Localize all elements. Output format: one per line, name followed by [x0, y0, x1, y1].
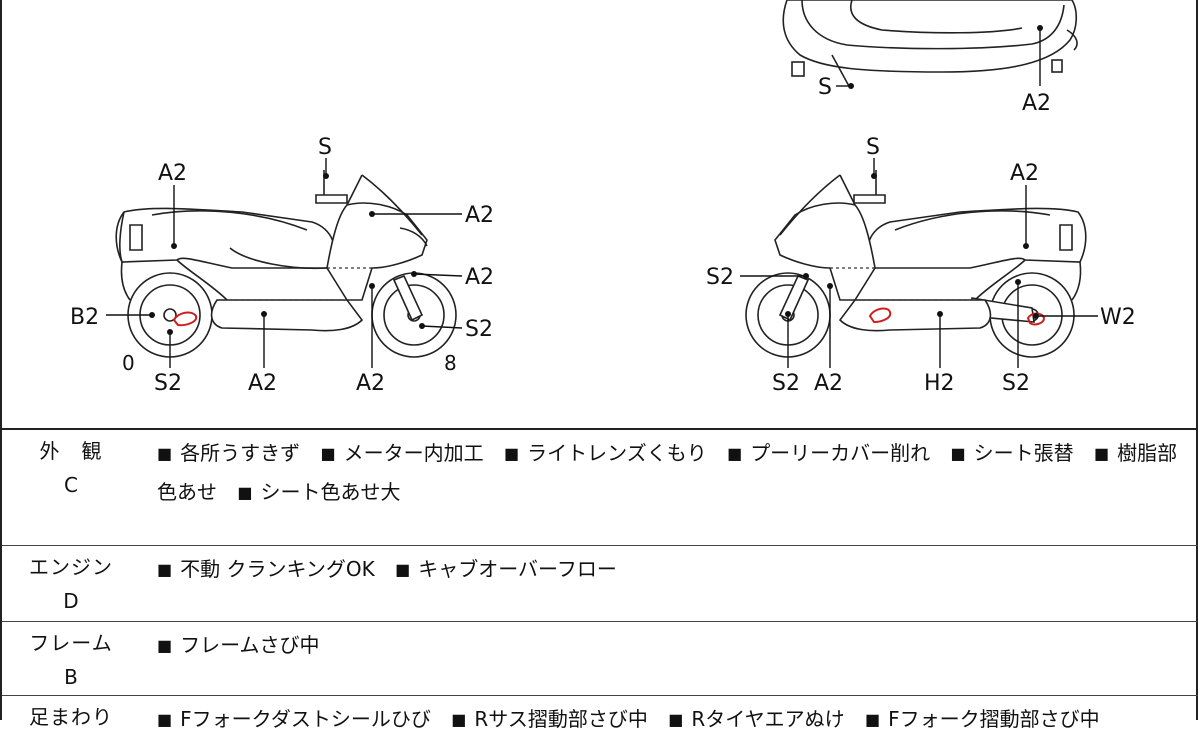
row-label-engine: エンジン D — [2, 546, 140, 618]
damage-mark-right-floor — [868, 307, 892, 324]
left-number-rear: 0 — [122, 351, 135, 375]
list-item: ■各所うすきず — [157, 441, 301, 465]
inspection-sheet: S A2 — [0, 0, 1198, 731]
list-item: ■Fフォーク摺動部さび中 — [864, 707, 1100, 731]
list-item: ■Rタイヤエアぬけ — [668, 707, 845, 731]
condition-report-table: 外 観 C ■各所うすきず ■メーター内加工 ■ライトレンズくもり ■プーリーカ… — [2, 428, 1198, 756]
damage-mark-right-wheel — [1026, 312, 1046, 326]
left-label-floor: A2 — [248, 371, 277, 396]
category-engine: エンジン — [29, 555, 113, 579]
grade-engine: D — [63, 589, 79, 613]
category-frame: フレーム — [29, 631, 113, 655]
items-exterior: ■各所うすきず ■メーター内加工 ■ライトレンズくもり ■プーリーカバー削れ ■… — [157, 434, 1178, 512]
left-label-front-wheel: S2 — [465, 317, 493, 342]
top-label-body: A2 — [1022, 91, 1051, 116]
category-suspension: 足まわり — [29, 705, 113, 729]
row-suspension: 足まわり ■Fフォークダストシールひび ■Rサス摺動部さび中 ■Rタイヤエアぬけ… — [2, 696, 1198, 756]
list-item: ■シート張替 — [950, 441, 1074, 465]
row-frame: フレーム B ■フレームさび中 — [2, 622, 1198, 696]
left-label-rear-bottom: S2 — [154, 371, 182, 396]
right-label-step-floor: H2 — [924, 371, 955, 396]
scooter-diagram-svg: S A2 — [70, 0, 1136, 396]
row-engine: エンジン D ■不動 クランキングOK ■キャブオーバーフロー — [2, 546, 1198, 622]
top-label-steering: S — [818, 75, 832, 100]
right-label-front-body: A2 — [814, 371, 843, 396]
left-label-seat: A2 — [158, 161, 187, 186]
left-side-view: S A2 A2 A2 S2 B2 S2 A2 A2 0 8 — [70, 135, 494, 396]
row-exterior: 外 観 C ■各所うすきず ■メーター内加工 ■ライトレンズくもり ■プーリーカ… — [2, 430, 1198, 546]
damage-mark-left — [172, 311, 198, 327]
list-item: ■Rサス摺動部さび中 — [451, 707, 648, 731]
left-label-front-cowl: A2 — [465, 203, 494, 228]
grade-exterior: C — [64, 473, 78, 497]
items-frame: ■フレームさび中 — [157, 626, 1178, 665]
right-label-front-fork: S2 — [706, 265, 734, 290]
list-item: ■樹脂部色あせ — [157, 441, 1178, 504]
top-view: S A2 — [782, 0, 1078, 116]
row-label-frame: フレーム B — [2, 622, 140, 694]
list-item: ■メーター内加工 — [320, 441, 484, 465]
right-label-handlebar: S — [866, 135, 880, 160]
list-item: ■フレームさび中 — [157, 633, 320, 657]
list-item: ■キャブオーバーフロー — [395, 557, 617, 581]
list-item: ■不動 クランキングOK — [157, 557, 375, 581]
grade-frame: B — [64, 665, 78, 689]
items-engine: ■不動 クランキングOK ■キャブオーバーフロー — [157, 550, 1178, 589]
right-side-view: S A2 S2 S2 A2 H2 S2 W2 — [706, 135, 1136, 396]
left-label-fender: A2 — [465, 265, 494, 290]
condition-diagram: S A2 — [2, 0, 1198, 428]
right-label-rear-suspension: S2 — [1002, 371, 1030, 396]
list-item: ■プーリーカバー削れ — [727, 441, 931, 465]
left-label-handlebar: S — [318, 135, 332, 160]
row-label-exterior: 外 観 C — [2, 430, 140, 502]
left-number-front: 8 — [444, 351, 457, 375]
list-item: ■Fフォークダストシールひび — [157, 707, 431, 731]
list-item: ■ライトレンズくもり — [503, 441, 707, 465]
left-label-under-cover: A2 — [356, 371, 385, 396]
right-label-rear-wheel: W2 — [1100, 305, 1136, 330]
left-label-rear-wheel: B2 — [70, 305, 99, 330]
row-label-suspension: 足まわり — [2, 696, 140, 734]
right-label-front-wheel: S2 — [772, 371, 800, 396]
right-label-seat: A2 — [1010, 161, 1039, 186]
category-exterior: 外 観 — [39, 439, 103, 463]
list-item: ■シート色あせ大 — [237, 480, 401, 504]
